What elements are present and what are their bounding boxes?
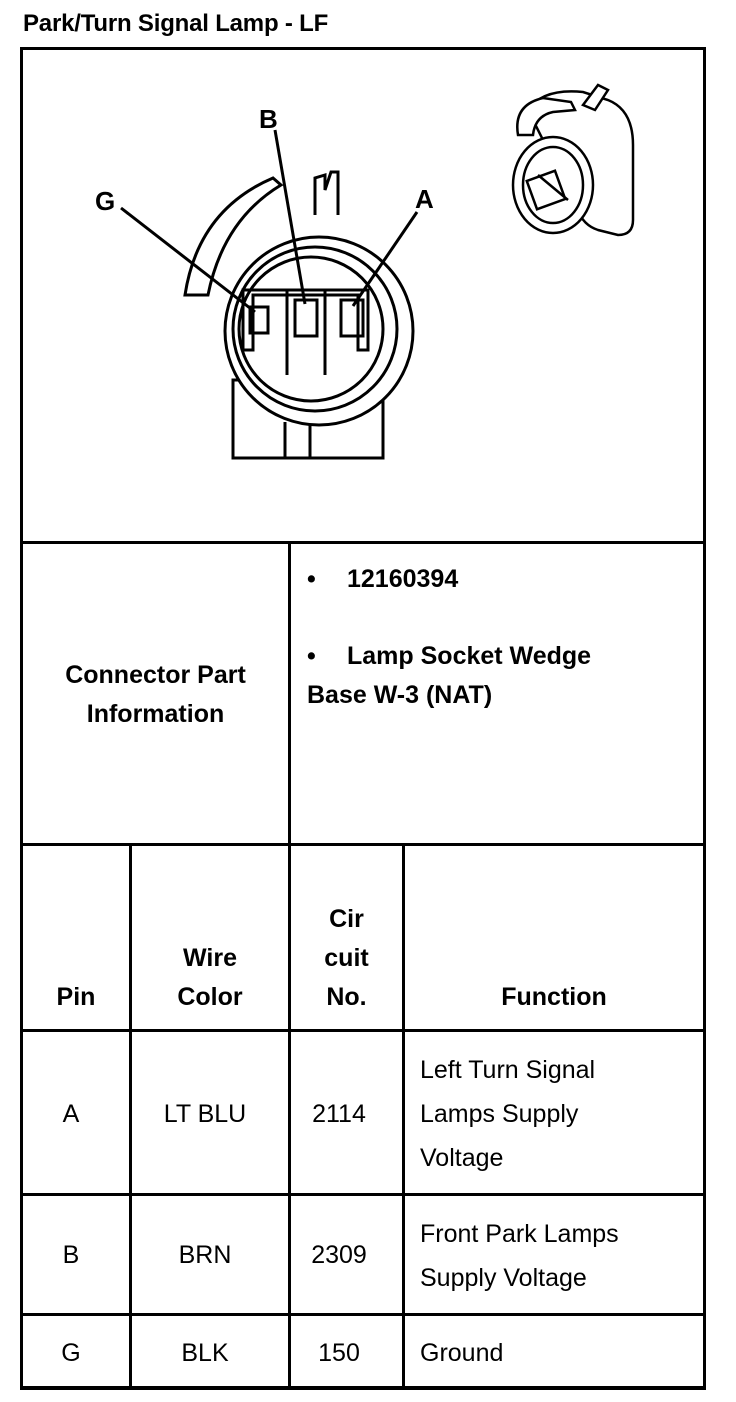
connector-label: Connector Part Information bbox=[23, 656, 288, 734]
divider bbox=[20, 1193, 706, 1196]
function-line: Left Turn Signal bbox=[420, 1056, 596, 1084]
function-line: Supply Voltage bbox=[420, 1264, 587, 1292]
function-line: Voltage bbox=[420, 1144, 504, 1172]
terminal-slot-g bbox=[248, 305, 270, 335]
bullet-dot: • bbox=[307, 642, 316, 670]
terminal-slot-a bbox=[339, 298, 365, 338]
header-wire-line: Color bbox=[177, 983, 243, 1011]
divider bbox=[129, 843, 132, 1390]
part-number: • 12160394 bbox=[307, 560, 458, 599]
divider bbox=[20, 1313, 706, 1316]
function-line: Front Park Lamps bbox=[420, 1220, 619, 1248]
divider bbox=[288, 541, 291, 1390]
divider bbox=[402, 843, 405, 1390]
cell-pin: G bbox=[61, 1339, 81, 1367]
part-description-line: Lamp Socket Wedge bbox=[347, 642, 592, 670]
function-line: Ground bbox=[420, 1339, 504, 1367]
page-title: Park/Turn Signal Lamp - LF bbox=[23, 10, 329, 37]
divider bbox=[20, 541, 706, 544]
pin-label-g: G bbox=[95, 186, 115, 216]
cell-wire-color: BLK bbox=[181, 1339, 229, 1367]
terminal-slot-b bbox=[293, 298, 319, 338]
function-line: Lamps Supply bbox=[420, 1100, 579, 1128]
bullet-dot: • bbox=[307, 565, 316, 593]
leader-line-a bbox=[351, 211, 419, 307]
header-function-text: Function bbox=[501, 983, 607, 1011]
leader-line-b bbox=[273, 129, 307, 305]
cell-wire-color: LT BLU bbox=[163, 1100, 247, 1128]
header-circuit-line: cuit bbox=[324, 944, 369, 972]
cell-circuit: 150 bbox=[318, 1339, 360, 1367]
connector-ring-inner bbox=[231, 245, 399, 413]
leader-line-g bbox=[120, 206, 256, 314]
cell-function: Front Park Lamps Supply Voltage bbox=[420, 1212, 619, 1300]
connector-label-line: Connector Part bbox=[65, 661, 246, 689]
header-circuit-no: Cir cuit No. bbox=[291, 900, 402, 1017]
part-number-text: 12160394 bbox=[347, 565, 459, 593]
connector-cavity bbox=[237, 255, 385, 403]
divider bbox=[20, 1029, 706, 1032]
cell-circuit: 2309 bbox=[311, 1241, 367, 1269]
cell-wire-color: BRN bbox=[178, 1241, 232, 1269]
pin-label-b: B bbox=[259, 104, 278, 134]
header-wire-color: Wire Color bbox=[132, 939, 288, 1017]
cell-pin: A bbox=[62, 1100, 80, 1128]
cell-function: Left Turn Signal Lamps Supply Voltage bbox=[420, 1048, 595, 1180]
connector-table-frame bbox=[20, 47, 706, 1390]
header-circuit-line: Cir bbox=[329, 905, 364, 933]
connector-latch bbox=[313, 170, 340, 215]
header-circuit-line: No. bbox=[326, 983, 367, 1011]
divider bbox=[20, 843, 706, 846]
cell-circuit: 2114 bbox=[312, 1100, 366, 1128]
connector-label-line: Information bbox=[86, 700, 225, 728]
header-pin: Pin bbox=[23, 978, 129, 1017]
connector-3d-view bbox=[511, 83, 635, 237]
connector-tab bbox=[183, 176, 284, 297]
connector-diagram: G B A bbox=[95, 83, 635, 460]
cell-pin: B bbox=[62, 1241, 80, 1269]
terminal-frame bbox=[241, 288, 370, 352]
header-wire-line: Wire bbox=[183, 944, 237, 972]
header-function: Function bbox=[405, 978, 703, 1017]
cell-function: Ground bbox=[420, 1331, 503, 1375]
part-description-line: Base W-3 (NAT) bbox=[307, 681, 493, 709]
header-pin-text: Pin bbox=[56, 983, 96, 1011]
part-description: • Lamp Socket Wedge Base W-3 (NAT) bbox=[307, 637, 591, 715]
pin-label-a: A bbox=[415, 184, 434, 214]
